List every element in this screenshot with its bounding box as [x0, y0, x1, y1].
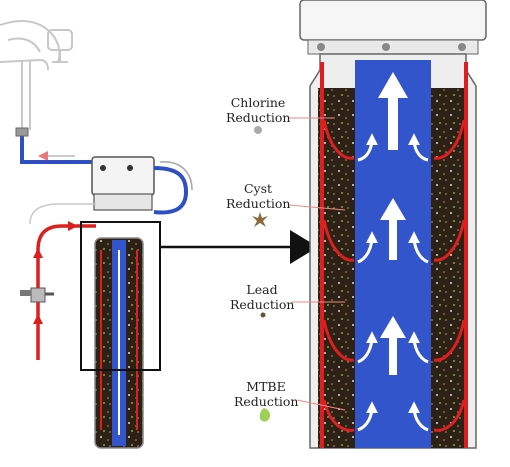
cyst-label-line2: Reduction — [226, 196, 291, 211]
zoom-box — [80, 221, 161, 371]
filter-head — [91, 156, 155, 211]
cyst-label-line1: Cyst — [243, 181, 273, 196]
lead-label: Lead Reduction — [230, 282, 294, 312]
chlorine-particle-icon — [254, 126, 262, 134]
outlet-flow-arrow — [159, 161, 193, 191]
chlorine-label-line1: Chlorine — [230, 95, 286, 110]
enlarged-filter — [299, 0, 487, 449]
zoom-arrow-icon — [160, 230, 318, 264]
unfiltered-inlet-line — [29, 203, 96, 360]
valve-icon — [20, 287, 54, 303]
lead-particle-icon — [260, 312, 266, 318]
cyst-label: Cyst Reduction — [226, 181, 290, 211]
mtbe-label-line1: MTBE — [246, 379, 286, 394]
chlorine-label: Chlorine Reduction — [226, 95, 290, 125]
outlet-loop — [153, 166, 189, 215]
mtbe-label: MTBE Reduction — [234, 379, 298, 409]
cyst-leader — [288, 204, 346, 211]
chlorine-label-line2: Reduction — [226, 110, 291, 125]
lead-label-line1: Lead — [246, 282, 278, 297]
cyst-particle-icon — [252, 212, 268, 227]
mtbe-leader — [296, 399, 346, 411]
faucet-icon — [0, 19, 73, 130]
mtbe-particle-icon — [259, 408, 271, 422]
cold-water-line — [15, 127, 98, 164]
mtbe-label-line2: Reduction — [234, 394, 299, 409]
filter-cartridge-icon — [94, 237, 144, 449]
lead-label-line2: Reduction — [230, 297, 295, 312]
